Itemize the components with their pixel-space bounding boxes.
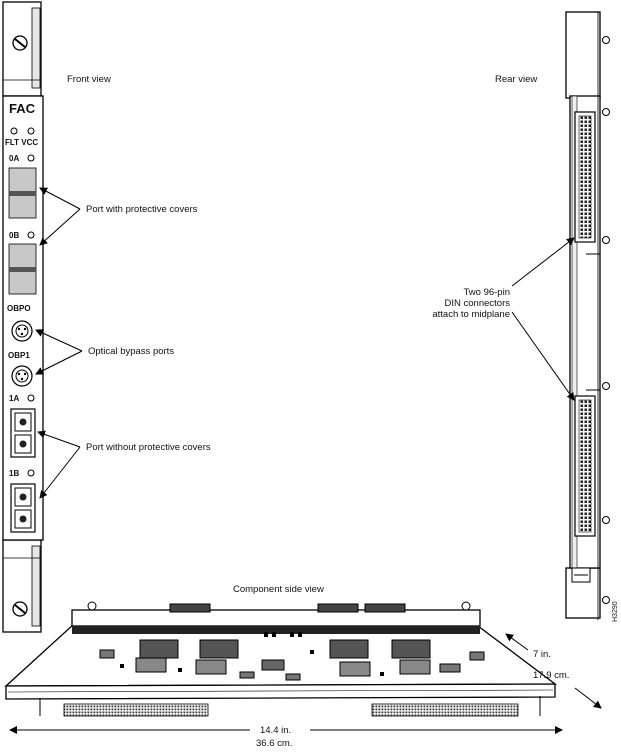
port-0a-led-icon xyxy=(27,154,35,162)
bypass-callout-text: Optical bypass ports xyxy=(88,346,174,357)
figure-id: H3290 xyxy=(612,601,619,622)
without-callout: Port without protective covers xyxy=(37,430,211,499)
connectors-callout: Two 96-pin DIN connectors attach to midp… xyxy=(432,237,575,401)
connectors-line-1: Two 96-pin xyxy=(464,287,510,298)
port-1b-label: 1B xyxy=(9,469,19,478)
vcc-led-icon xyxy=(27,127,35,135)
port-0b-label: 0B xyxy=(9,231,19,240)
rear-view-label: Rear view xyxy=(495,74,537,85)
port-0b-cover[interactable] xyxy=(8,243,37,295)
depth-in-label: 7 in. xyxy=(533,649,551,660)
protective-callout-text: Port with protective covers xyxy=(86,204,198,215)
component-view-label: Component side view xyxy=(233,584,324,595)
led-labels: FLT VCC xyxy=(5,138,38,147)
connectors-line-2: DIN connectors xyxy=(445,298,511,309)
port-1a-label: 1A xyxy=(9,394,19,403)
depth-dimension: 7 in. 17.9 cm. xyxy=(505,633,602,709)
front-view-label: Front view xyxy=(67,74,111,85)
connectors-line-3: attach to midplane xyxy=(432,309,510,320)
rear-connector-bottom xyxy=(574,395,596,537)
width-cm-label: 36.6 cm. xyxy=(256,738,292,749)
flt-led-icon xyxy=(10,127,18,135)
bypass-1-label: OBP1 xyxy=(8,351,30,360)
card-title: FAC xyxy=(9,101,36,116)
bypass-port-0-icon[interactable] xyxy=(11,320,33,342)
protective-callout: Port with protective covers xyxy=(39,187,198,246)
bypass-callout: Optical bypass ports xyxy=(35,329,174,375)
port-1b-connector[interactable] xyxy=(10,483,36,533)
width-dimension: 14.4 in. 36.6 cm. xyxy=(9,725,563,749)
depth-cm-label: 17.9 cm. xyxy=(533,670,569,681)
front-panel: FAC FLT VCC 0A 0B OBPO OBP1 xyxy=(2,1,44,633)
port-1a-connector[interactable] xyxy=(10,408,36,458)
port-0b-led-icon xyxy=(27,231,35,239)
bottom-screw-icon xyxy=(12,601,28,617)
rear-connector-top xyxy=(574,111,596,243)
bypass-0-label: OBPO xyxy=(7,304,31,313)
top-screw-icon xyxy=(12,35,28,51)
port-0a-cover[interactable] xyxy=(8,167,37,219)
port-1b-led-icon xyxy=(27,469,35,477)
port-1a-led-icon xyxy=(27,394,35,402)
port-0a-label: 0A xyxy=(9,154,19,163)
component-board xyxy=(4,601,557,717)
without-callout-text: Port without protective covers xyxy=(86,442,211,453)
bypass-port-1-icon[interactable] xyxy=(11,365,33,387)
width-in-label: 14.4 in. xyxy=(260,725,291,736)
